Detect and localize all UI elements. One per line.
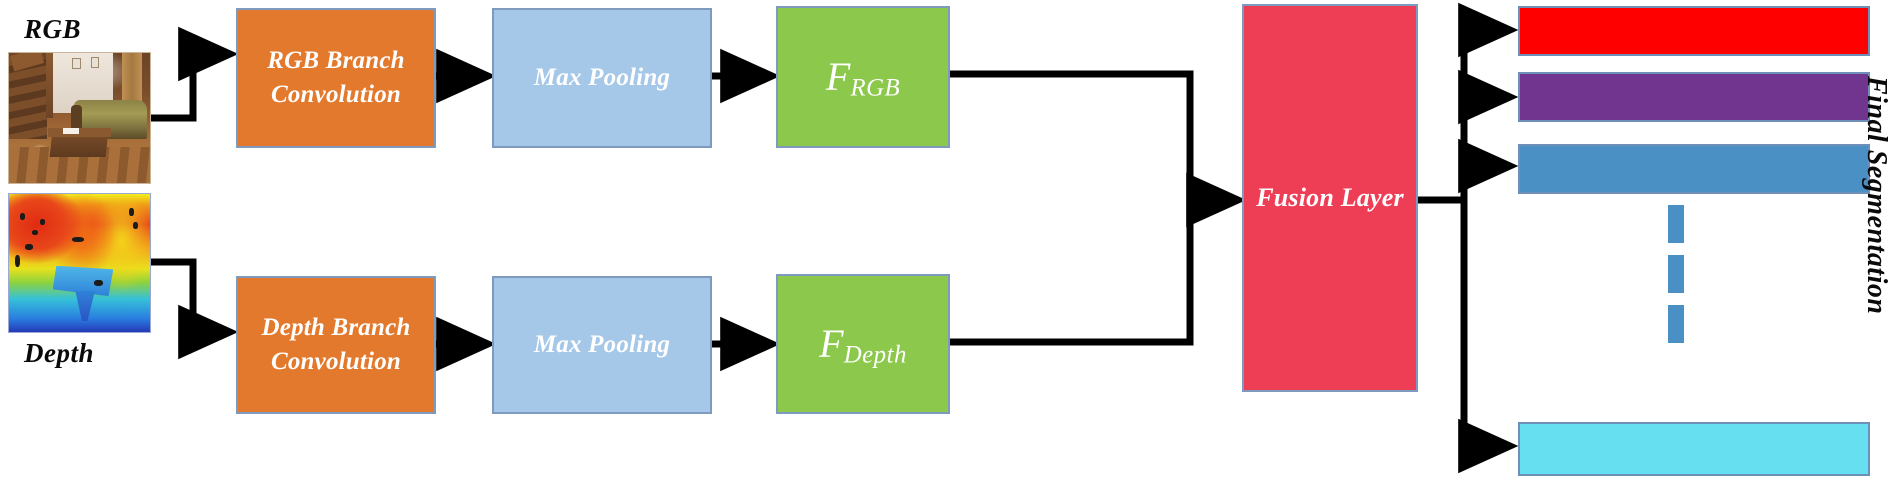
- depth-noise-speck: [72, 236, 85, 242]
- rgb-scene-picture-1: [72, 58, 81, 70]
- rgb-conv-line-2: Convolution: [270, 81, 402, 108]
- rgb-scene-doorframe: [45, 53, 53, 118]
- depth-input-label: Depth: [24, 338, 94, 368]
- rgb-feature-subscript: RGB: [850, 73, 901, 101]
- depth-noise-speck: [31, 229, 38, 235]
- depth-conv-line-2: Convolution: [270, 348, 402, 375]
- class-bar-blue[interactable]: [1518, 144, 1870, 194]
- depth-conv-line-1: Depth Branch: [261, 314, 411, 342]
- rgb-scene-paper: [62, 128, 80, 134]
- depth-scene-table-leg: [75, 290, 95, 321]
- ellipsis-dash-1: [1668, 205, 1684, 243]
- rgb-max-pooling-box[interactable]: Max Pooling: [492, 8, 712, 148]
- class-bar-red[interactable]: [1518, 6, 1870, 56]
- rgb-input-label: RGB: [24, 14, 82, 44]
- rgb-scene-picture-2: [90, 56, 100, 68]
- rgb-scene-curtain: [121, 53, 142, 115]
- edge-fusion-to-bar-cyan: [1458, 200, 1519, 474]
- class-bar-cyan[interactable]: [1518, 422, 1870, 476]
- edge-rgb-image-to-conv: [151, 26, 239, 122]
- depth-pool-label: Max Pooling: [533, 331, 671, 359]
- depth-input-image: [8, 193, 151, 333]
- depth-noise-speck: [14, 254, 20, 267]
- rgb-pool-label: Max Pooling: [533, 64, 671, 92]
- edge-frgb-to-fusion: [950, 70, 1247, 228]
- edge-fusion-to-bar-blue: [1458, 138, 1519, 200]
- rgb-scene-couch-arm: [71, 105, 83, 139]
- depth-noise-speck: [20, 213, 26, 221]
- rgb-feature-box[interactable]: FRGB: [776, 6, 950, 148]
- final-segmentation-title: Final Segmentation: [1861, 76, 1892, 315]
- edge-fusion-to-bar-red: [1416, 2, 1519, 204]
- edge-depth-image-to-conv: [151, 258, 239, 360]
- depth-feature-label: FDepth: [819, 317, 907, 372]
- fusion-layer-box[interactable]: Fusion Layer: [1242, 4, 1418, 392]
- class-bar-purple[interactable]: [1518, 72, 1870, 122]
- rgb-feature-label: FRGB: [826, 50, 900, 105]
- edge-fdepth-to-fusion: [950, 200, 1194, 346]
- rgb-input-image: [8, 52, 151, 184]
- depth-noise-speck: [128, 207, 134, 216]
- rgb-scene-stairs: [9, 58, 48, 139]
- depth-noise-speck: [24, 243, 33, 250]
- depth-noise-speck: [40, 218, 46, 225]
- depth-max-pooling-box[interactable]: Max Pooling: [492, 276, 712, 414]
- rgb-feature-symbol: F: [825, 53, 851, 99]
- depth-feature-subscript: Depth: [843, 340, 907, 368]
- rgb-branch-convolution-box[interactable]: RGB Branch Convolution: [236, 8, 436, 148]
- fusion-layer-label: Fusion Layer: [1256, 183, 1404, 213]
- edge-fusion-to-bar-purple: [1458, 69, 1519, 200]
- depth-feature-box[interactable]: FDepth: [776, 274, 950, 414]
- depth-feature-symbol: F: [819, 320, 844, 366]
- depth-noise-speck: [133, 221, 139, 229]
- rgb-scene-tabletop: [48, 128, 111, 138]
- ellipsis-dash-2: [1668, 255, 1684, 293]
- depth-branch-convolution-box[interactable]: Depth Branch Convolution: [236, 276, 436, 414]
- ellipsis-dash-3: [1668, 305, 1684, 343]
- rgb-conv-line-1: RGB Branch: [267, 47, 405, 75]
- depth-noise-speck: [93, 279, 103, 286]
